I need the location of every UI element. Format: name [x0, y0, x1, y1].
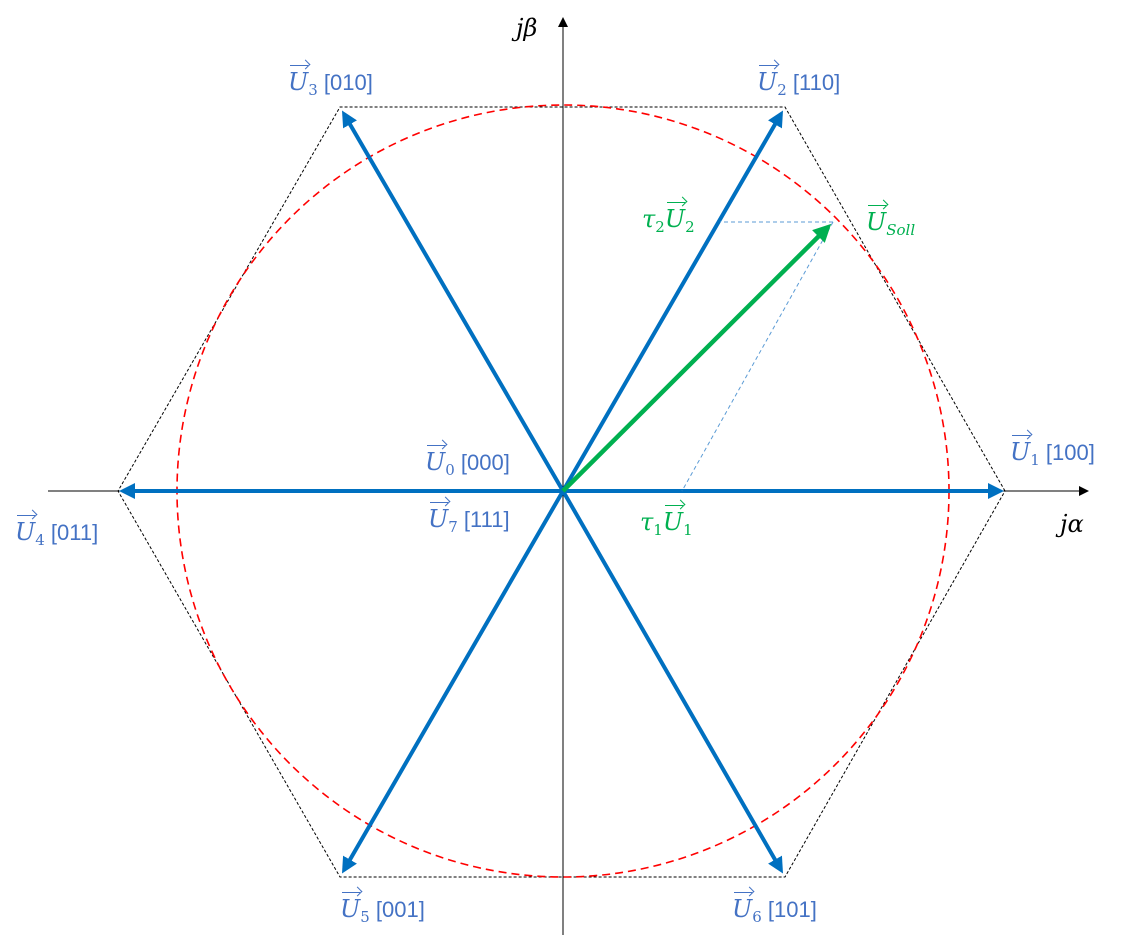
- coefficient-subscript: 1: [653, 521, 663, 539]
- symbol: U: [664, 202, 686, 233]
- subscript: Soll: [886, 221, 916, 239]
- symbol: U: [757, 65, 778, 96]
- coefficient: τ: [640, 508, 654, 536]
- subscript: 2: [777, 81, 787, 99]
- switch-state: [101]: [767, 897, 817, 922]
- switch-state: [110]: [792, 70, 841, 95]
- subscript: 2: [685, 218, 695, 236]
- label-u1: U1 [100]: [1010, 435, 1095, 469]
- switch-state: [100]: [1045, 440, 1095, 465]
- vector-u6: [561, 490, 783, 874]
- reference-vector: [561, 223, 832, 493]
- projection-tau1: [681, 221, 834, 492]
- alpha-axis-label: jα: [1060, 510, 1084, 538]
- subscript: 3: [308, 81, 318, 99]
- subscript: 0: [445, 461, 455, 479]
- symbol: U: [866, 205, 887, 236]
- label-u-soll: USoll: [866, 205, 916, 239]
- switch-state: [000]: [460, 450, 510, 475]
- subscript: 4: [35, 531, 45, 549]
- symbol: U: [732, 892, 753, 923]
- symbol: U: [288, 65, 309, 96]
- subscript: 6: [752, 908, 762, 926]
- switch-state: [001]: [375, 897, 425, 922]
- symbol: U: [425, 445, 446, 476]
- label-u0: U0 [000]: [425, 445, 510, 479]
- symbol: U: [1010, 435, 1031, 466]
- symbol: U: [340, 892, 361, 923]
- subscript: 1: [1030, 451, 1040, 469]
- switch-state: [010]: [323, 70, 373, 95]
- label-tau2-u2: τ2U2: [642, 202, 695, 236]
- label-u6: U6 [101]: [732, 892, 817, 926]
- coefficient-subscript: 2: [655, 218, 665, 236]
- beta-axis-label: jβ: [516, 14, 538, 42]
- vector-u5: [341, 489, 565, 874]
- label-tau1-u1: τ1U1: [640, 505, 693, 539]
- label-u5: U5 [001]: [340, 892, 425, 926]
- switch-state: [111]: [463, 507, 510, 532]
- label-u2: U2 [110]: [757, 65, 841, 99]
- subscript: 5: [360, 908, 370, 926]
- symbol: U: [428, 502, 449, 533]
- subscript: 1: [683, 521, 693, 539]
- switch-state: [011]: [50, 520, 99, 545]
- symbol: U: [15, 515, 36, 546]
- label-u3: U3 [010]: [288, 65, 373, 99]
- vector-u2: [561, 110, 784, 493]
- subscript: 7: [448, 518, 458, 536]
- label-u7: U7 [111]: [428, 502, 510, 536]
- vector-u3: [341, 110, 565, 493]
- coefficient: τ: [642, 205, 656, 233]
- symbol: U: [662, 505, 684, 536]
- label-u4: U4 [011]: [15, 515, 99, 549]
